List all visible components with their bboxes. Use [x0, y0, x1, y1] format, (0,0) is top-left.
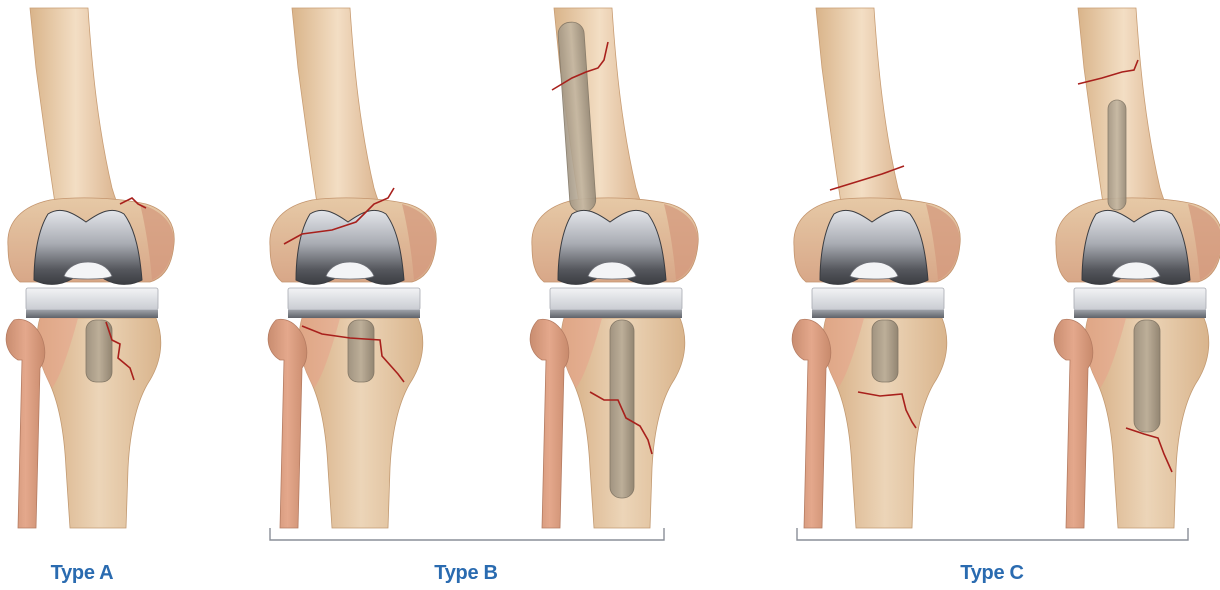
label-type-b: Type B — [434, 562, 497, 585]
knee-type-c-2 — [1054, 8, 1220, 528]
label-type-a: Type A — [51, 562, 114, 585]
label-type-c: Type C — [960, 562, 1023, 585]
knee-type-a — [6, 8, 174, 528]
knee-type-b-1 — [268, 8, 436, 528]
knee-type-c-1 — [792, 8, 960, 528]
knee-type-b-2 — [530, 8, 698, 528]
bracket-type-b — [270, 528, 664, 540]
bracket-type-c — [797, 528, 1188, 540]
